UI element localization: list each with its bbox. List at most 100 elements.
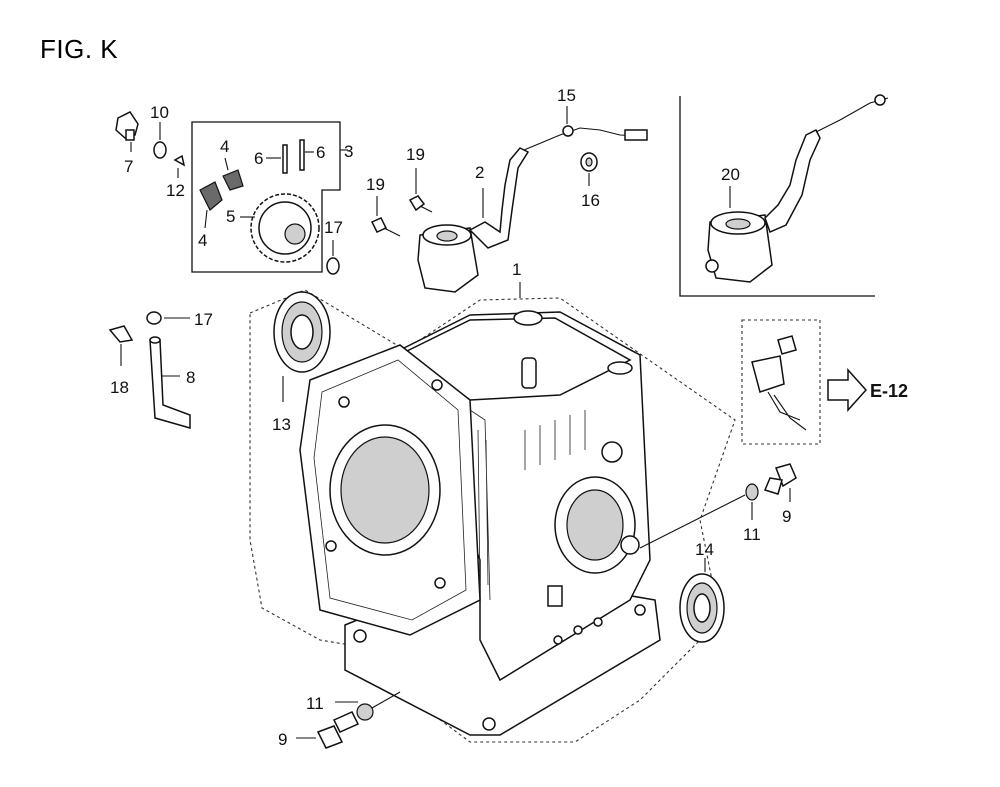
callout-9-right: 9 [782,507,791,526]
breather-tube [521,357,537,389]
outline-arrow-right-icon [827,368,868,412]
callout-8: 8 [186,368,195,387]
cooling-fins [524,410,586,470]
washer-17-lower [146,311,162,325]
top-boss [513,310,543,326]
bolt-9-bottom-head [316,725,344,749]
seal-14-hole [693,593,711,623]
base-bolt-hole [634,604,646,616]
bolt-7 [115,111,139,141]
head-bolt-hole [431,379,443,391]
callout-7: 7 [124,157,133,176]
nut-16-hole [585,157,593,167]
reference-box-e12 [741,319,821,445]
top-boss [607,361,633,375]
callout-6-right: 6 [316,143,325,162]
casting-lug [593,617,603,627]
sensor-unit [751,335,807,431]
leader-4-top [224,157,229,171]
washer-10 [153,141,167,159]
oil-seal-14 [679,573,725,643]
leader-19-lower-shank [383,227,401,237]
switch-2-cap [436,230,458,242]
callout-19-upper: 19 [406,145,425,164]
governor-weight [199,169,244,211]
seal-13-hole [290,314,314,350]
callout-17-upper: 17 [324,218,343,237]
callout-5: 5 [226,207,235,226]
gear-hub [284,223,306,245]
base-bolt-hole [482,717,496,731]
governor-gear [250,193,320,263]
washer-11-bottom [356,703,374,721]
switch-20-sleeve [764,128,821,234]
callout-1: 1 [512,260,521,279]
callout-13: 13 [272,415,291,434]
reference-label: E-12 [870,381,908,401]
callout-4-bottom: 4 [198,231,207,250]
tube-8 [149,339,191,429]
callout-6-left: 6 [254,149,263,168]
tube-8-end [149,336,161,344]
wire-grommet-15 [562,125,574,137]
callout-4-top: 4 [220,137,229,156]
wire-terminal [624,129,648,141]
callout-2: 2 [475,163,484,182]
washer-11-right [745,483,759,501]
head-bolt-hole [338,396,350,408]
leader-bottom-to-case [371,691,401,709]
cylinder-bore-inner [340,436,430,544]
oil-level-switch-2 [417,125,648,293]
bolt-19-upper-shank [419,205,433,213]
callout-11-bottom: 11 [306,694,324,713]
figure-title: FIG. K [40,34,119,64]
washer-17-upper [326,257,340,275]
callout-14: 14 [695,540,714,559]
weight-upper [222,169,244,191]
callout-12: 12 [166,181,185,200]
callout-10: 10 [150,103,169,122]
weight-lower [199,181,223,211]
callout-3: 3 [344,142,353,161]
crankcase-group-outline [249,289,736,743]
callout-11-right: 11 [743,525,761,544]
head-bolt-hole [325,540,337,552]
leader-4-bottom [204,209,208,229]
head-bolt-hole [434,577,446,589]
callout-9-bottom: 9 [278,730,287,749]
cylinder-side-fins [469,409,491,601]
callout-19-lower: 19 [366,175,385,194]
bolt-9-bottom-shank [332,711,360,733]
switch-2-wire-sleeve [468,147,530,249]
boss-lower [620,535,640,555]
oil-level-switch-20 [705,94,889,283]
bolt-19-lower [370,217,388,233]
callout-18: 18 [110,378,129,397]
governor-assembly-box [191,121,341,273]
casting-lug [573,625,583,635]
switch-2-body [417,227,479,293]
boss-upper [601,441,623,463]
crankcase-group [249,289,736,743]
callout-20: 20 [721,165,740,184]
switch-20-mount [705,259,719,273]
sensor-wires [767,391,807,431]
switch-20-cap [725,218,751,230]
base-bolt-hole [353,629,367,643]
callout-16: 16 [581,191,600,210]
clip-12 [173,154,186,167]
gasket-face-inner-edge [313,359,467,621]
clip-18 [108,325,134,343]
bolt-19-upper [408,195,426,212]
oil-seal-13 [273,291,331,373]
switch-2-wire [523,127,646,151]
crankshaft-bore-inner [566,489,624,561]
dowel-pin [547,585,563,607]
inset-box-part-20 [679,96,875,297]
leader-bolt-to-case [639,494,746,549]
bolt-7-shank [125,129,135,141]
sensor-body [751,355,785,393]
sensor-bolt [777,335,797,355]
